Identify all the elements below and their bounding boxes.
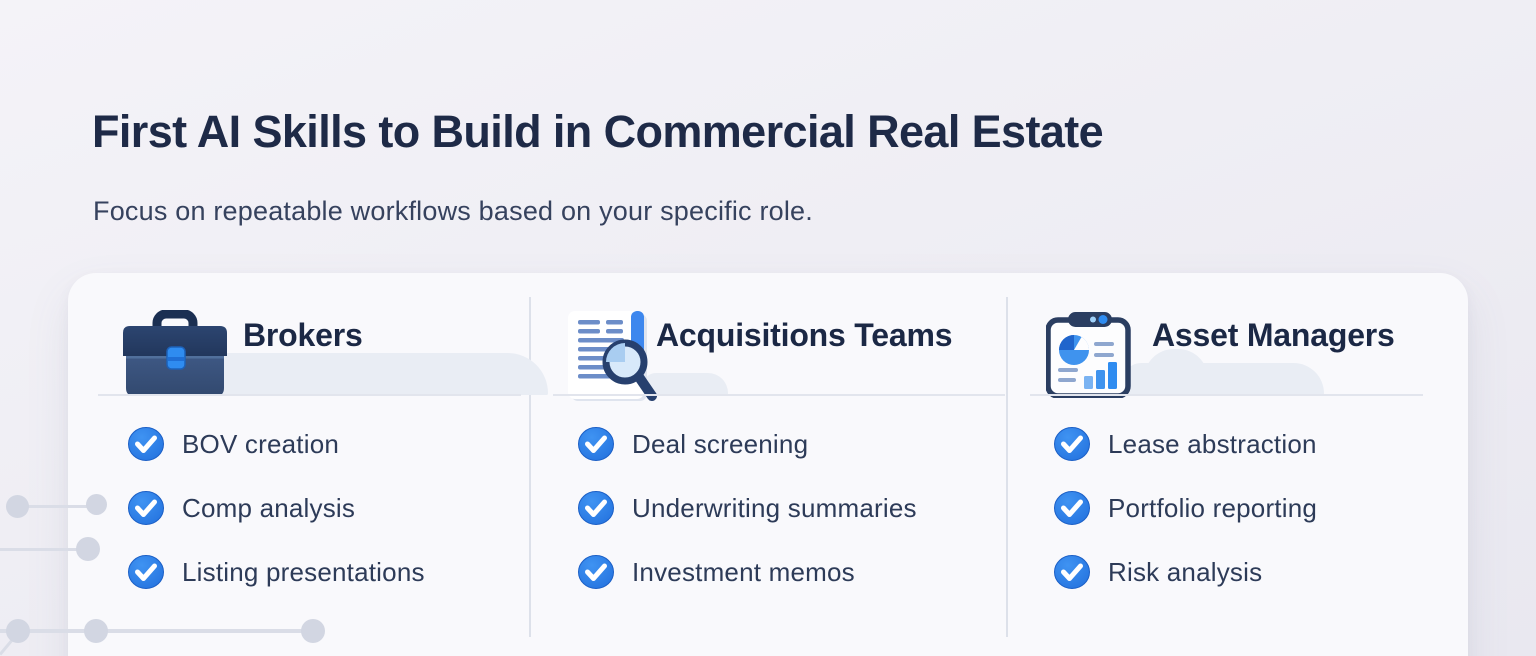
check-icon (578, 427, 614, 461)
cloud-decoration (643, 373, 728, 395)
check-icon (578, 555, 614, 589)
column-acquisitions-teams: Acquisitions Teams Deal screening (548, 273, 1006, 656)
skill-label: Comp analysis (182, 492, 356, 523)
circuit-line-decoration (0, 629, 315, 633)
page-title: First AI Skills to Build in Commercial R… (92, 106, 1104, 157)
skill-list-acquisitions-teams: Deal screening Underwriting summaries (578, 412, 1006, 604)
check-icon (578, 491, 614, 525)
header-underline (98, 394, 521, 396)
list-item: Underwriting summaries (578, 476, 1006, 540)
document-search-icon (568, 309, 664, 406)
skill-list-asset-managers: Lease abstraction Portfolio reporting (1054, 412, 1468, 604)
skill-label: Investment memos (632, 556, 855, 587)
header-underline (553, 394, 1005, 396)
column-title-asset-managers: Asset Managers (1152, 317, 1395, 353)
skill-label: Deal screening (632, 428, 809, 459)
check-icon (1054, 491, 1090, 525)
column-divider (529, 297, 531, 637)
list-item: Portfolio reporting (1054, 476, 1468, 540)
skill-label: Risk analysis (1108, 556, 1263, 587)
skill-label: Listing presentations (182, 556, 425, 587)
circuit-dot-decoration (6, 619, 30, 643)
circuit-dot-decoration (76, 537, 100, 561)
skill-label: Portfolio reporting (1108, 492, 1318, 523)
check-icon (1054, 427, 1090, 461)
list-item: Risk analysis (1054, 540, 1468, 604)
circuit-dot-decoration (6, 495, 29, 518)
list-item: Lease abstraction (1054, 412, 1468, 476)
list-item: Investment memos (578, 540, 1006, 604)
check-icon (128, 555, 164, 589)
column-title-brokers: Brokers (243, 317, 363, 353)
briefcase-icon (123, 309, 227, 401)
circuit-line-decoration (0, 548, 88, 551)
skill-label: Underwriting summaries (632, 492, 917, 523)
column-brokers: Brokers BOV creation (98, 273, 548, 656)
cloud-decoration (198, 353, 548, 395)
list-item: Comp analysis (128, 476, 529, 540)
header-underline (1030, 394, 1423, 396)
column-divider (1006, 297, 1008, 637)
skill-list-brokers: BOV creation Comp analysis (128, 412, 529, 604)
roles-card: Brokers BOV creation (68, 273, 1468, 656)
check-icon (128, 491, 164, 525)
skill-label: Lease abstraction (1108, 428, 1317, 459)
circuit-line-decoration (17, 505, 98, 508)
page-subtitle: Focus on repeatable workflows based on y… (93, 196, 813, 226)
clipboard-chart-icon (1045, 312, 1134, 403)
check-icon (1054, 555, 1090, 589)
check-icon (128, 427, 164, 461)
list-item: BOV creation (128, 412, 529, 476)
skill-label: BOV creation (182, 428, 340, 459)
circuit-dot-decoration (84, 619, 108, 643)
circuit-dot-decoration (86, 494, 107, 515)
circuit-dot-decoration (301, 619, 325, 643)
column-asset-managers: Asset Managers Lease abstraction (1024, 273, 1468, 656)
column-title-acquisitions-teams: Acquisitions Teams (656, 317, 953, 353)
list-item: Deal screening (578, 412, 1006, 476)
list-item: Listing presentations (128, 540, 529, 604)
